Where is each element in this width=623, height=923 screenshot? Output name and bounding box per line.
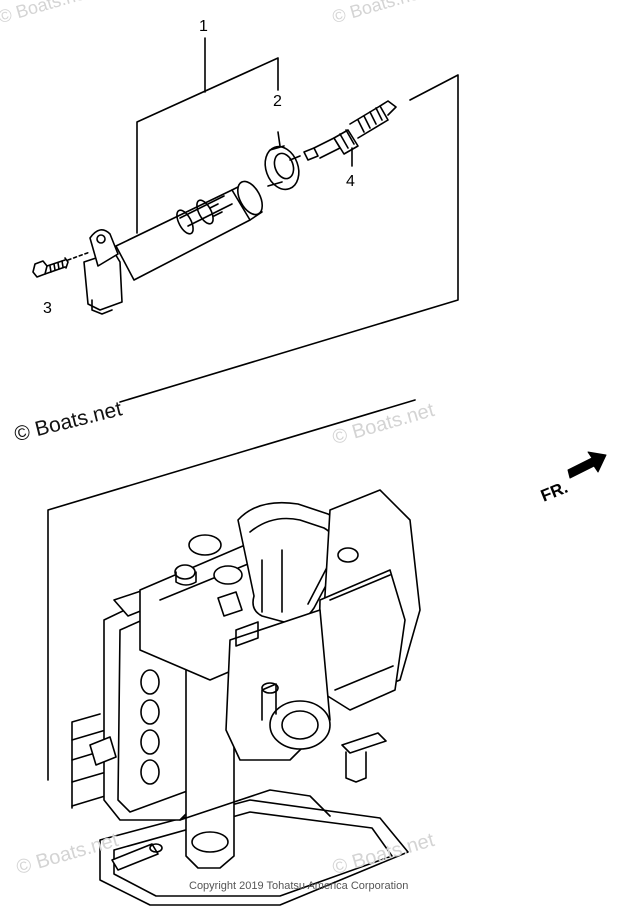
- callout-2: 2: [273, 93, 282, 110]
- ignition-coil: [83, 180, 264, 315]
- seal-part: [264, 131, 300, 191]
- front-arrow-icon: [567, 451, 607, 479]
- spark-plug: [289, 100, 397, 167]
- assembly-frame: [119, 37, 459, 403]
- bolt-part: [32, 251, 91, 278]
- callout-3: 3: [43, 300, 52, 317]
- copyright-text: Copyright 2019 Tohatsu America Corporati…: [189, 880, 409, 892]
- outboard-engine: [89, 489, 421, 906]
- callout-4: 4: [346, 173, 355, 190]
- callout-1: 1: [199, 18, 208, 35]
